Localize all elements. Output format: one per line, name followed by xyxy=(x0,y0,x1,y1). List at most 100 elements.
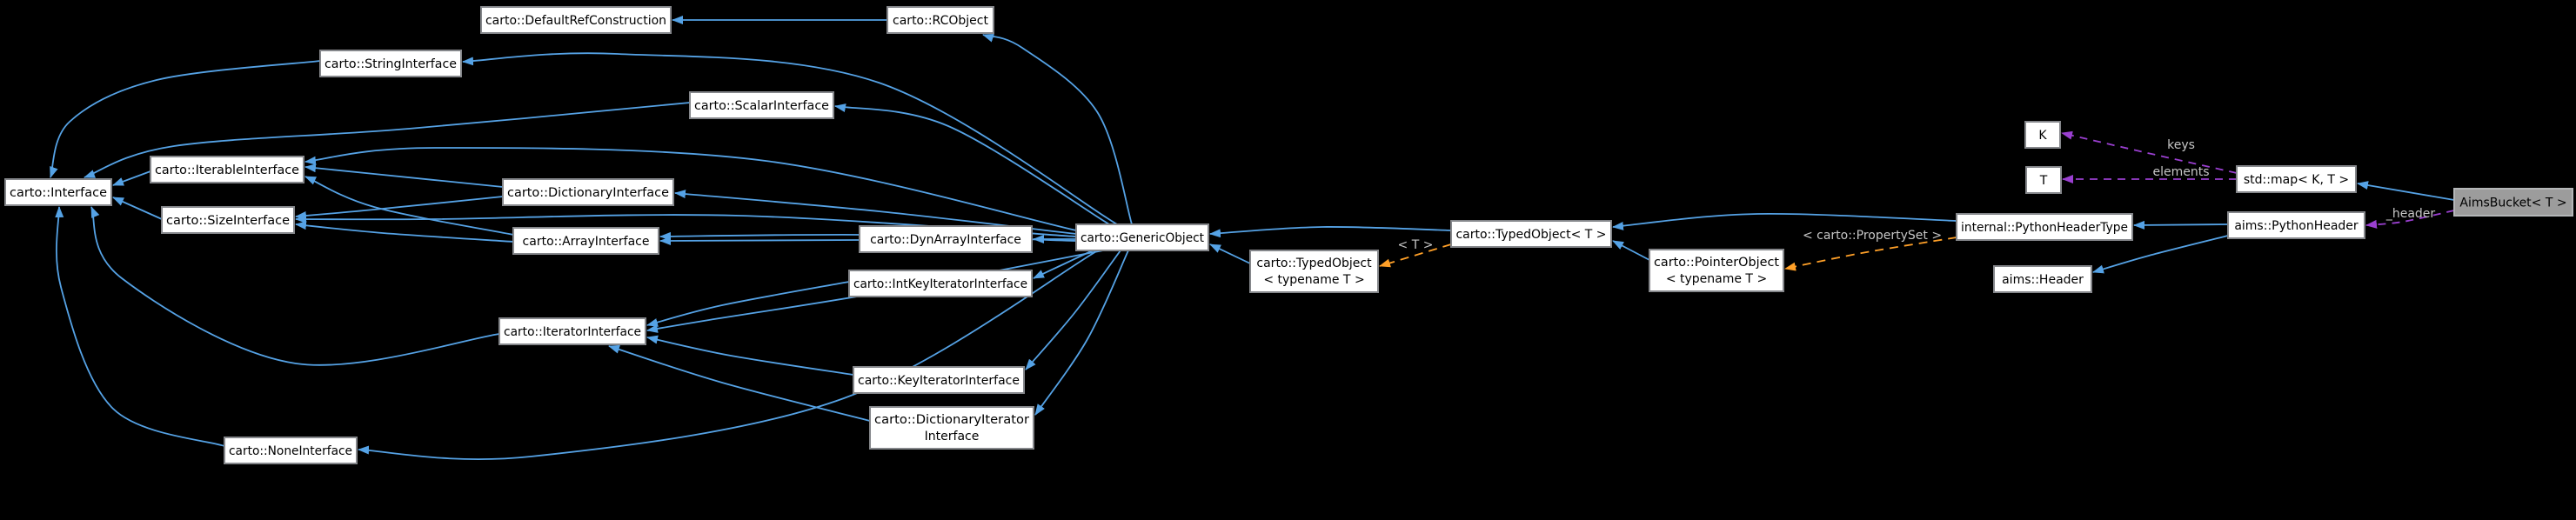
edge-aimsbucket-stdmap xyxy=(2357,181,2455,201)
edge-iterable-interface xyxy=(112,170,151,186)
node-label-none: carto::NoneInterface xyxy=(229,444,352,458)
node-none[interactable]: carto::NoneInterface xyxy=(224,437,358,464)
edge-dynarray-array xyxy=(659,236,860,245)
node-box-dynarray xyxy=(859,225,1033,253)
node-label-iterator: carto::IteratorInterface xyxy=(504,325,641,339)
edge-label-stdmap-T: elements xyxy=(2152,165,2209,179)
node-label-iterable: carto::IterableInterface xyxy=(155,163,299,177)
node-label-size: carto::SizeInterface xyxy=(166,214,290,228)
node-box-dictiter xyxy=(869,406,1034,450)
node-box-dictionary xyxy=(502,178,674,206)
edge-phtype-typed1 xyxy=(1612,212,1957,230)
node-box-iterator xyxy=(498,317,646,345)
edge-phtype-pointer xyxy=(1784,237,1957,271)
edge-generic-dictiter xyxy=(1034,250,1129,416)
node-generic[interactable]: carto::GenericObject xyxy=(1075,223,1209,251)
node-string[interactable]: carto::StringInterface xyxy=(319,50,462,77)
edge-array-size xyxy=(295,221,514,243)
node-label-interface: carto::Interface xyxy=(10,186,107,200)
node-K[interactable]: K xyxy=(2024,121,2061,149)
edges-layer xyxy=(50,16,2455,460)
node-typed2[interactable]: carto::TypedObject< typename T > xyxy=(1249,250,1379,293)
node-box-array xyxy=(512,227,659,255)
node-box-typed2 xyxy=(1249,250,1379,293)
node-aimsheader[interactable]: aims::Header xyxy=(1993,265,2092,293)
edge-array-iterable xyxy=(304,176,514,236)
node-box-interface xyxy=(4,178,112,206)
node-interface[interactable]: carto::Interface xyxy=(4,178,112,206)
edge-typed1-typed2 xyxy=(1379,243,1452,268)
node-label-phtype: internal::PythonHeaderType xyxy=(1961,221,2128,235)
node-box-scalar xyxy=(689,91,834,119)
node-phtype[interactable]: internal::PythonHeaderType xyxy=(1956,213,2133,241)
node-label-keyiter: carto::KeyIteratorInterface xyxy=(858,374,1020,388)
node-label-dictiter-line2: Interface xyxy=(925,430,980,443)
edge-label-aimsbucket-pyheader: _header xyxy=(2385,207,2436,221)
node-aimsbucket[interactable]: AimsBucket< T > xyxy=(2453,188,2573,217)
node-label-dictiter-line1: carto::DictionaryIterator xyxy=(874,413,1029,427)
node-pyheader[interactable]: aims::PythonHeader xyxy=(2227,211,2365,239)
node-iterator[interactable]: carto::IteratorInterface xyxy=(498,317,646,345)
node-label-pointer-line1: carto::PointerObject xyxy=(1654,256,1780,270)
node-box-stdmap xyxy=(2236,165,2357,193)
node-scalar[interactable]: carto::ScalarInterface xyxy=(689,91,834,119)
edge-size-interface xyxy=(112,197,163,220)
edge-dictionary-iterable xyxy=(304,163,504,188)
edge-generic-rcobject xyxy=(982,34,1133,225)
edge-pyheader-phtype xyxy=(2133,220,2229,230)
node-intkey[interactable]: carto::IntKeyIteratorInterface xyxy=(848,270,1033,297)
node-label-dictionary: carto::DictionaryInterface xyxy=(507,186,669,200)
edge-string-interface xyxy=(50,60,321,178)
node-size[interactable]: carto::SizeInterface xyxy=(161,206,295,234)
node-dictionary[interactable]: carto::DictionaryInterface xyxy=(502,178,674,206)
node-label-pyheader: aims::PythonHeader xyxy=(2234,219,2359,233)
node-box-generic xyxy=(1075,223,1209,251)
node-stdmap[interactable]: std::map< K, T > xyxy=(2236,165,2357,193)
node-label-aimsbucket: AimsBucket< T > xyxy=(2459,197,2566,210)
edge-generic-string xyxy=(462,52,1118,225)
node-T[interactable]: T xyxy=(2025,166,2062,194)
node-label-typed2-line1: carto::TypedObject xyxy=(1256,257,1372,270)
node-dynarray[interactable]: carto::DynArrayInterface xyxy=(859,225,1033,253)
node-typed1[interactable]: carto::TypedObject< T > xyxy=(1450,220,1612,248)
node-label-rcobject: carto::RCObject xyxy=(893,14,988,28)
node-box-intkey xyxy=(848,270,1033,297)
edge-generic-scalar xyxy=(834,103,1110,225)
node-label-aimsheader: aims::Header xyxy=(2002,273,2084,287)
edge-typed1-generic xyxy=(1209,226,1452,238)
node-label-dynarray: carto::DynArrayInterface xyxy=(870,233,1021,247)
edge-keyiter-iterator xyxy=(646,335,854,376)
edge-generic-iterator xyxy=(646,250,1104,333)
edge-dictionary-size xyxy=(295,196,504,220)
node-label-array: carto::ArrayInterface xyxy=(523,235,650,249)
node-box-string xyxy=(319,50,462,77)
node-box-K xyxy=(2024,121,2061,149)
edge-none-interface xyxy=(55,206,225,447)
node-box-defaultref xyxy=(480,6,672,34)
node-label-K: K xyxy=(2038,129,2047,143)
edge-iterator-interface xyxy=(90,206,500,366)
node-box-T xyxy=(2025,166,2062,194)
node-box-phtype xyxy=(1956,213,2133,241)
node-label-typed1: carto::TypedObject< T > xyxy=(1455,228,1606,242)
node-array[interactable]: carto::ArrayInterface xyxy=(512,227,659,255)
node-box-none xyxy=(224,437,358,464)
node-pointer[interactable]: carto::PointerObject< typename T > xyxy=(1649,249,1784,292)
node-defaultref[interactable]: carto::DefaultRefConstruction xyxy=(480,6,672,34)
node-label-pointer-line2: < typename T > xyxy=(1666,272,1767,286)
node-keyiter[interactable]: carto::KeyIteratorInterface xyxy=(853,366,1025,394)
edge-label-typed1-typed2: < T > xyxy=(1398,238,1434,252)
node-box-keyiter xyxy=(853,366,1025,394)
nodes-layer: carto::Interfacecarto::StringInterfaceca… xyxy=(4,6,2573,464)
node-iterable[interactable]: carto::IterableInterface xyxy=(150,156,304,183)
node-box-rcobject xyxy=(887,6,994,34)
node-label-generic: carto::GenericObject xyxy=(1081,231,1204,245)
node-rcobject[interactable]: carto::RCObject xyxy=(887,6,994,34)
edge-label-phtype-pointer: < carto::PropertySet > xyxy=(1803,229,1942,243)
node-box-aimsbucket xyxy=(2453,188,2573,217)
edge-pyheader-aimsheader xyxy=(2092,235,2229,274)
node-box-iterable xyxy=(150,156,304,183)
